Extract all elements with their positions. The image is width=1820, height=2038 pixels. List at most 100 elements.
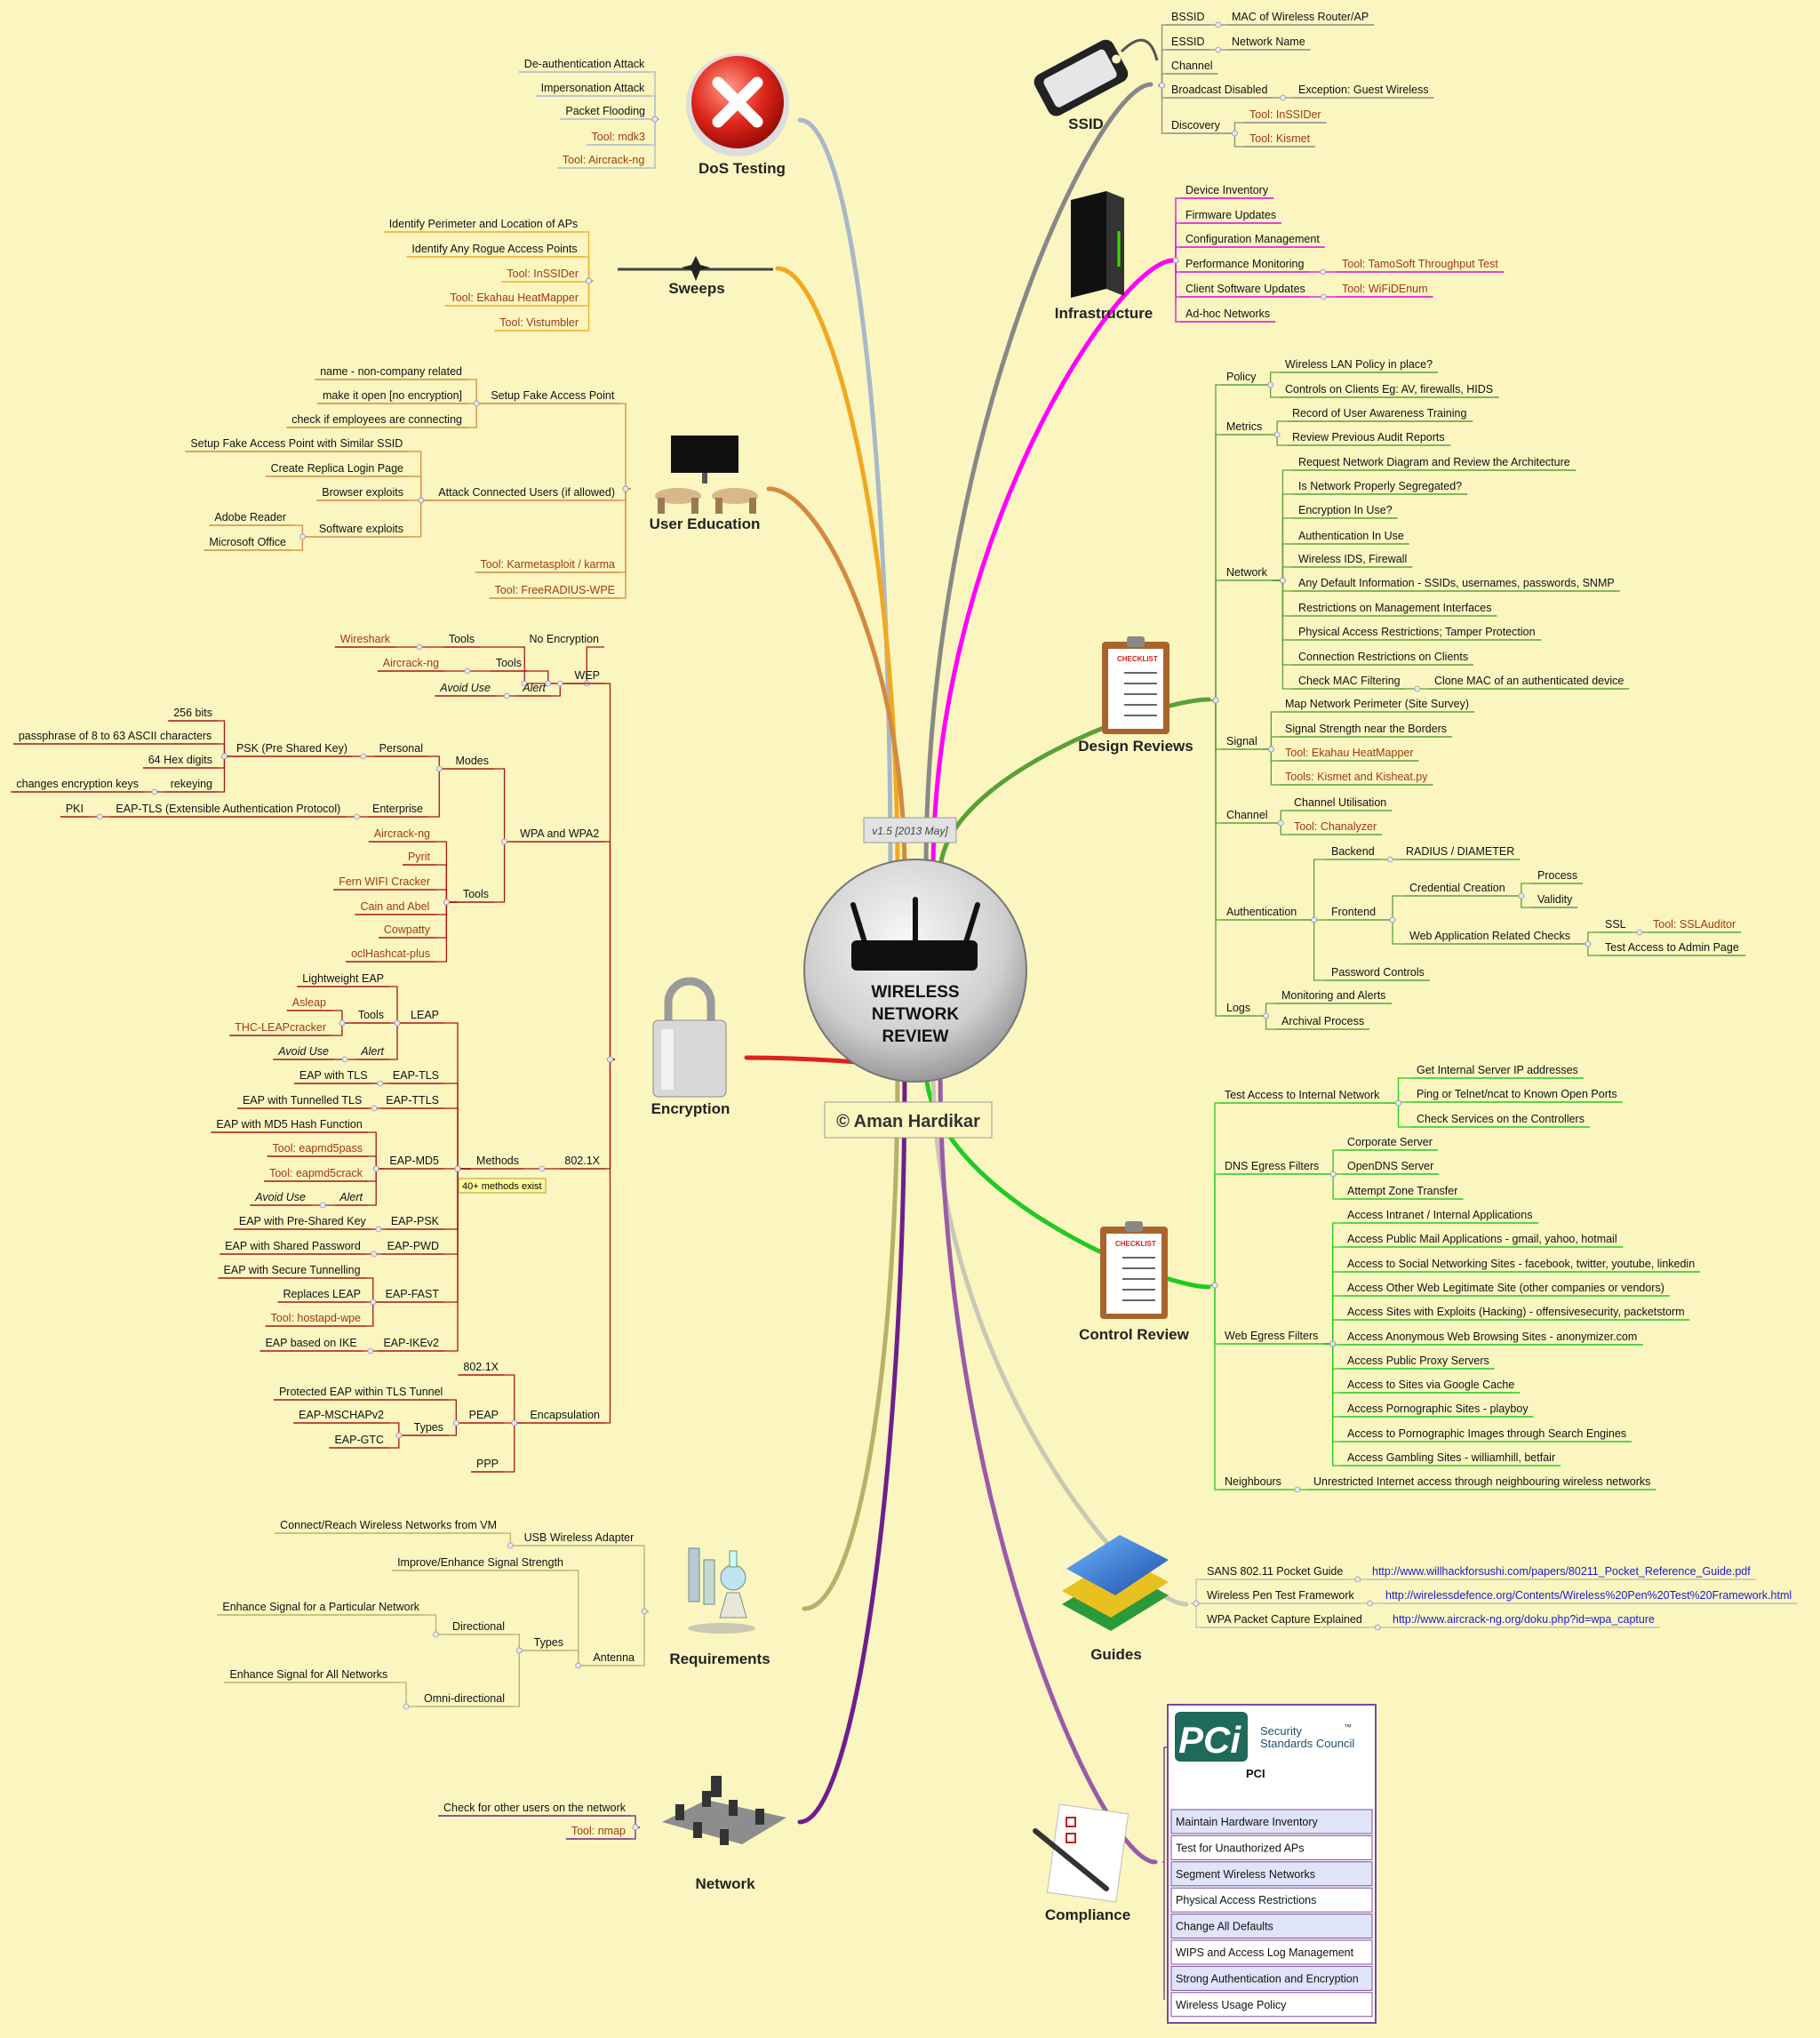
sweeps-node-handle[interactable] <box>586 277 592 284</box>
enc-node-handle[interactable] <box>96 813 103 820</box>
infra-node-handle[interactable] <box>1172 257 1179 264</box>
req-node-handle[interactable] <box>641 1608 648 1615</box>
req-node-text: Types <box>534 1636 563 1649</box>
req-node: Omni-directional <box>418 1692 510 1707</box>
enc-node-handle[interactable] <box>370 1299 377 1306</box>
enc-node-handle[interactable] <box>341 1056 348 1063</box>
design-node-handle[interactable] <box>1585 940 1592 947</box>
control-node-handle[interactable] <box>1329 1171 1337 1178</box>
version-text: v1.5 [2013 May] <box>872 825 948 837</box>
design-node: Channel <box>1221 809 1273 824</box>
useredu-node-connector <box>467 379 486 404</box>
enc-node-connector <box>366 1277 380 1303</box>
enc-node-handle[interactable] <box>607 1056 613 1063</box>
req-node-handle[interactable] <box>433 1631 439 1638</box>
design-node-handle[interactable] <box>1277 819 1284 827</box>
ssid-node-text: BSSID <box>1171 11 1205 23</box>
useredu-node-text: Setup Fake Access Point with Similar SSI… <box>190 437 403 450</box>
ssid-node-handle[interactable] <box>1232 130 1238 137</box>
control-node: Test Access to Internal Network <box>1219 1089 1386 1104</box>
enc-node-handle[interactable] <box>416 643 423 651</box>
enc-node-handle[interactable] <box>464 667 471 675</box>
net-node-handle[interactable] <box>632 1824 639 1831</box>
guides-node-handle[interactable] <box>1374 1624 1381 1631</box>
infra-node-handle[interactable] <box>1320 268 1327 276</box>
ssid-node-handle[interactable] <box>1159 82 1165 89</box>
infra-node-text: Client Software Updates <box>1185 283 1305 295</box>
req-node-handle[interactable] <box>507 1542 514 1549</box>
enc-node-handle[interactable] <box>521 680 528 687</box>
enc-node-handle[interactable] <box>377 1080 384 1087</box>
enc-node-handle[interactable] <box>395 1432 403 1439</box>
control-node-handle[interactable] <box>1294 1486 1301 1493</box>
enc-node-handle[interactable] <box>394 1019 401 1027</box>
enc-node-handle[interactable] <box>339 1019 346 1027</box>
useredu-node-handle[interactable] <box>418 497 425 504</box>
dos-node: Tool: Aircrack-ng <box>556 154 651 169</box>
enc-node-handle[interactable] <box>511 1419 518 1427</box>
design-node-handle[interactable] <box>1311 916 1318 923</box>
enc-node-text: 256 bits <box>173 707 212 719</box>
control-node-text: OpenDNS Server <box>1347 1160 1433 1172</box>
useredu-node-handle[interactable] <box>473 400 480 407</box>
design-node-handle[interactable] <box>1273 431 1281 438</box>
enc-node-handle[interactable] <box>354 813 360 820</box>
useredu-node-text: Adobe Reader <box>214 511 286 523</box>
control-node-handle[interactable] <box>1329 1340 1337 1347</box>
dos-node-handle[interactable] <box>651 116 659 123</box>
enc-node-handle[interactable] <box>221 753 228 760</box>
enc-node-handle[interactable] <box>452 1419 459 1427</box>
ssid-node-handle[interactable] <box>1280 94 1287 101</box>
req-node-handle[interactable] <box>515 1647 523 1654</box>
enc-node-handle[interactable] <box>375 1226 382 1233</box>
enc-node: 802.1X <box>458 1361 504 1376</box>
useredu-node-text: Create Replica Login Page <box>271 462 403 475</box>
control-node-handle[interactable] <box>1395 1099 1401 1107</box>
ssid-node-handle[interactable] <box>1215 46 1222 53</box>
guides-node-handle[interactable] <box>1367 1600 1373 1607</box>
enc-node-handle[interactable] <box>371 1105 378 1112</box>
enc-node-handle[interactable] <box>443 899 450 906</box>
useredu-node: Tool: Karmetasploit / karma <box>475 558 620 573</box>
enc-node-handle[interactable] <box>501 838 507 845</box>
enc-node-handle[interactable] <box>371 1251 378 1258</box>
control-node-connector <box>1324 1149 1342 1175</box>
control-node-handle[interactable] <box>1211 1282 1218 1289</box>
design-node-text: Logs <box>1226 1002 1250 1014</box>
design-node-handle[interactable] <box>1414 685 1421 692</box>
design-node-handle[interactable] <box>1267 746 1274 753</box>
design-node-text: Channel Utilisation <box>1294 796 1386 809</box>
infra-node-handle[interactable] <box>1320 293 1327 300</box>
cross-icon <box>686 53 789 156</box>
enc-node-handle[interactable] <box>151 788 158 795</box>
enc-node-handle[interactable] <box>503 692 510 699</box>
enc-node-handle[interactable] <box>539 1165 546 1172</box>
design-node-handle[interactable] <box>1518 892 1525 899</box>
design-node-handle[interactable] <box>1636 929 1643 936</box>
enc-node-handle[interactable] <box>556 680 563 687</box>
req-node-handle[interactable] <box>403 1703 410 1710</box>
enc-node-handle[interactable] <box>372 1165 379 1172</box>
enc-node-handle[interactable] <box>319 1202 326 1209</box>
design-node-handle[interactable] <box>1267 381 1274 388</box>
design-node-handle[interactable] <box>1389 916 1396 923</box>
enc-node-handle[interactable] <box>454 1165 461 1172</box>
useredu-node-handle[interactable] <box>299 533 306 540</box>
enc-node-text: EAP with Tunnelled TLS <box>243 1094 362 1107</box>
ssid-node-handle[interactable] <box>1215 21 1222 28</box>
enc-node-handle[interactable] <box>367 1347 374 1355</box>
enc-node-handle[interactable] <box>360 753 367 760</box>
enc-node-text: EAP-TLS <box>393 1069 439 1082</box>
enc-node-handle[interactable] <box>435 765 443 772</box>
guides-node-handle[interactable] <box>1354 1576 1361 1583</box>
design-node-handle[interactable] <box>1263 1012 1269 1019</box>
design-node-handle[interactable] <box>1212 697 1219 704</box>
req-node-connector <box>569 1650 588 1666</box>
req-node-handle[interactable] <box>575 1662 582 1669</box>
design-node-handle[interactable] <box>1280 577 1286 584</box>
guides-node-handle[interactable] <box>1193 1600 1200 1607</box>
useredu-node-handle[interactable] <box>622 485 629 492</box>
design-node-handle[interactable] <box>1386 856 1393 863</box>
enc-node: EAP-MD5 <box>384 1155 444 1170</box>
enc-node-handle[interactable] <box>545 680 552 687</box>
